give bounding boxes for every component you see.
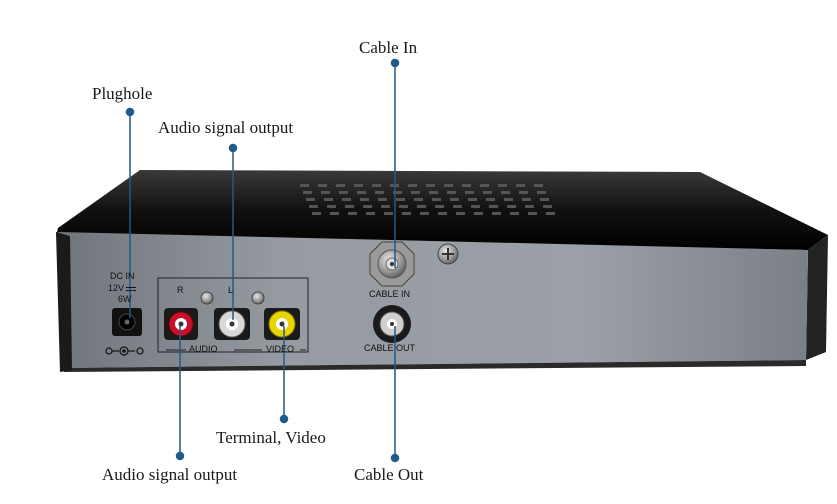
vent-slot bbox=[498, 184, 507, 187]
vent-slot bbox=[420, 212, 429, 215]
vent-slot bbox=[357, 191, 366, 194]
vent-slot bbox=[453, 205, 462, 208]
vent-slot bbox=[399, 205, 408, 208]
vent-slot bbox=[501, 191, 510, 194]
dc-jack bbox=[105, 308, 144, 356]
vent-slot bbox=[345, 205, 354, 208]
vent-slot bbox=[321, 191, 330, 194]
vent-slot bbox=[393, 191, 402, 194]
cable-out-panel-label: CABLE OUT bbox=[364, 343, 416, 353]
screw-icon bbox=[200, 291, 265, 305]
vent-slot bbox=[486, 198, 495, 201]
vent-slot bbox=[417, 205, 426, 208]
rca-jack-yellow bbox=[264, 308, 300, 340]
vent-slot bbox=[363, 205, 372, 208]
vent-slot bbox=[411, 191, 420, 194]
vent-slot bbox=[309, 205, 318, 208]
vent-slot bbox=[504, 198, 513, 201]
vent-slot bbox=[414, 198, 423, 201]
vent-slot bbox=[306, 198, 315, 201]
vent-slot bbox=[447, 191, 456, 194]
cable-in-panel-label: CABLE IN bbox=[369, 289, 411, 299]
vent-slot bbox=[537, 191, 546, 194]
vent-slot bbox=[540, 198, 549, 201]
vent-slot bbox=[519, 191, 528, 194]
vent-slot bbox=[507, 205, 516, 208]
vent-slot bbox=[336, 184, 345, 187]
vent-slot bbox=[342, 198, 351, 201]
vent-slot bbox=[429, 191, 438, 194]
vent-slot bbox=[510, 212, 519, 215]
callout-plughole: Plughole bbox=[92, 84, 153, 103]
vent-slot bbox=[456, 212, 465, 215]
vent-slot bbox=[408, 184, 417, 187]
vent-slot bbox=[489, 205, 498, 208]
vent-slot bbox=[468, 198, 477, 201]
vent-slot bbox=[528, 212, 537, 215]
vent-slot bbox=[534, 184, 543, 187]
vent-slot bbox=[525, 205, 534, 208]
device-case bbox=[56, 170, 828, 372]
dc-in-label: DC IN bbox=[110, 271, 135, 281]
vent-slot bbox=[396, 198, 405, 201]
polarity-symbol bbox=[105, 346, 144, 356]
vent-slot bbox=[330, 212, 339, 215]
vent-slot bbox=[450, 198, 459, 201]
vent-grille bbox=[300, 184, 555, 215]
leader-lines bbox=[125, 58, 400, 463]
callout-terminal-video: Terminal, Video bbox=[216, 428, 326, 447]
wattage-label: 6W bbox=[118, 294, 132, 304]
screw-icon bbox=[437, 243, 459, 265]
vent-slot bbox=[483, 191, 492, 194]
jack-l-label: L bbox=[228, 285, 234, 295]
vent-slot bbox=[471, 205, 480, 208]
vent-slot bbox=[462, 184, 471, 187]
voltage-value: 12V bbox=[108, 283, 125, 293]
callout-cable-out: Cable Out bbox=[354, 465, 424, 484]
audio-label: AUDIO bbox=[189, 344, 218, 354]
vent-slot bbox=[480, 184, 489, 187]
rca-jack-red bbox=[164, 308, 198, 340]
vent-slot bbox=[402, 212, 411, 215]
callout-audio-output-top: Audio signal output bbox=[158, 118, 294, 137]
vent-slot bbox=[516, 184, 525, 187]
vent-slot bbox=[378, 198, 387, 201]
voltage-label: 12V bbox=[108, 283, 137, 293]
vent-slot bbox=[435, 205, 444, 208]
vent-slot bbox=[348, 212, 357, 215]
rca-jack-white bbox=[214, 308, 250, 340]
vent-slot bbox=[444, 184, 453, 187]
cable-out-connector bbox=[373, 305, 411, 343]
vent-slot bbox=[327, 205, 336, 208]
vent-slot bbox=[465, 191, 474, 194]
vent-slot bbox=[360, 198, 369, 201]
vent-slot bbox=[474, 212, 483, 215]
video-label: VIDEO bbox=[266, 344, 295, 354]
dc-symbol-icon bbox=[126, 286, 137, 291]
vent-slot bbox=[384, 212, 393, 215]
vent-slot bbox=[426, 184, 435, 187]
vent-slot bbox=[546, 212, 555, 215]
cable-in-connector bbox=[369, 241, 415, 287]
vent-slot bbox=[324, 198, 333, 201]
vent-slot bbox=[543, 205, 552, 208]
vent-slot bbox=[300, 184, 309, 187]
vent-slot bbox=[372, 184, 381, 187]
vent-slot bbox=[366, 212, 375, 215]
vent-slot bbox=[381, 205, 390, 208]
callout-audio-output-bottom: Audio signal output bbox=[102, 465, 238, 484]
jack-r-label: R bbox=[177, 285, 184, 295]
vent-slot bbox=[522, 198, 531, 201]
vent-slot bbox=[375, 191, 384, 194]
vent-slot bbox=[312, 212, 321, 215]
vent-slot bbox=[432, 198, 441, 201]
vent-slot bbox=[438, 212, 447, 215]
callout-cable-in: Cable In bbox=[359, 38, 418, 57]
vent-slot bbox=[339, 191, 348, 194]
vent-slot bbox=[354, 184, 363, 187]
vent-slot bbox=[303, 191, 312, 194]
vent-slot bbox=[318, 184, 327, 187]
vent-slot bbox=[492, 212, 501, 215]
